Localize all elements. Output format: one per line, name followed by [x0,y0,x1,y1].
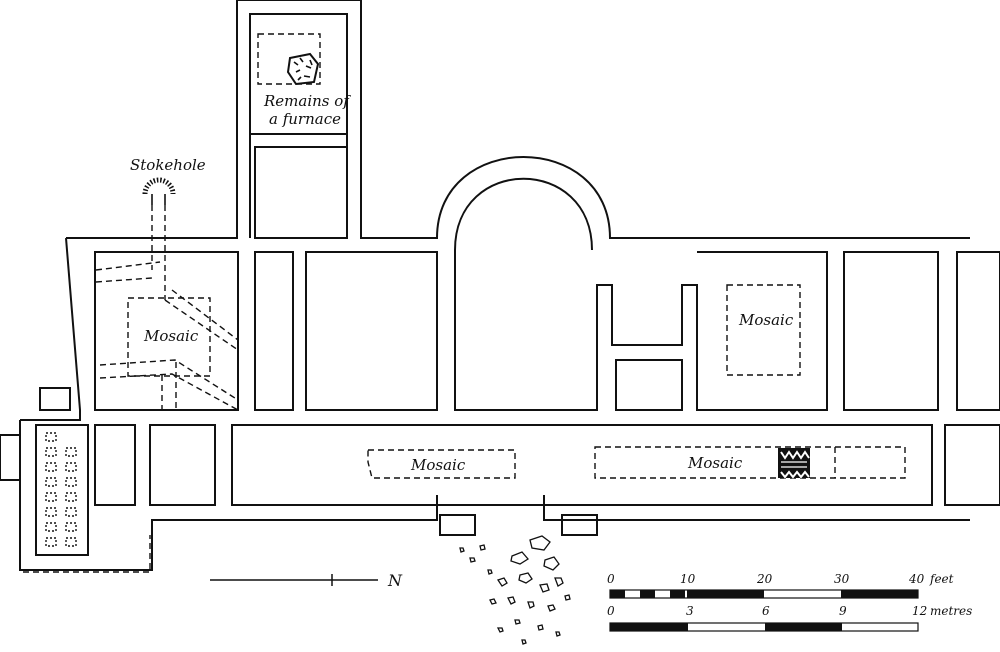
rubble-spill [459,535,571,645]
label-mosaic-corridor-left: Mosaic [410,456,466,474]
furnace-remains [286,52,320,86]
scale-feet-tick-4: 40 [908,572,925,586]
scale-feet: 0 10 20 30 40 feet [607,572,954,599]
scale-metres-bar [609,622,919,632]
scale-metres-tick-3: 9 [839,604,847,618]
scale-feet-tick-1: 10 [680,572,696,586]
label-mosaic-corridor-right: Mosaic [687,454,743,472]
corridor [94,424,1000,536]
label-mosaic-west: Mosaic [143,327,199,345]
scale-feet-bar [609,589,919,599]
label-furnace-line2: a furnace [269,110,341,128]
north-arrow: N [210,571,403,590]
scale-metres-tick-2: 6 [762,604,770,618]
scale-feet-tick-0: 0 [607,572,615,586]
pilae-grid [45,432,77,547]
scale-metres-tick-0: 0 [607,604,615,618]
west-annex [0,387,151,573]
room-west-mosaic [94,251,239,411]
scale-metres-unit: metres [930,604,972,618]
label-furnace-line1: Remains of [263,92,351,110]
scale-feet-unit: feet [929,572,954,586]
label-stokehole: Stokehole [130,156,206,174]
tower-rooms [249,13,348,239]
plan-labels: Stokehole Remains of a furnace Mosaic Mo… [130,92,794,474]
mosaic-corridor-right-outline [594,446,906,479]
mosaic-east-outline [726,284,801,376]
stokehole-icon [142,177,176,205]
scale-feet-tick-2: 20 [756,572,773,586]
furnace-outline [257,33,321,85]
scale-metres-tick-1: 3 [686,604,694,618]
label-mosaic-east: Mosaic [738,311,794,329]
scale-metres: 0 3 6 9 12 metres [607,604,972,632]
mosaic-west-outline [127,297,211,377]
west-room-features [95,177,239,411]
mosaic-fragment-icon [778,448,810,479]
north-range [94,250,1000,411]
scale-feet-tick-3: 30 [834,572,850,586]
scale-metres-tick-4: 12 [912,604,927,618]
north-arrow-letter: N [387,571,403,590]
mosaic-corridor-left-outline [367,449,516,479]
